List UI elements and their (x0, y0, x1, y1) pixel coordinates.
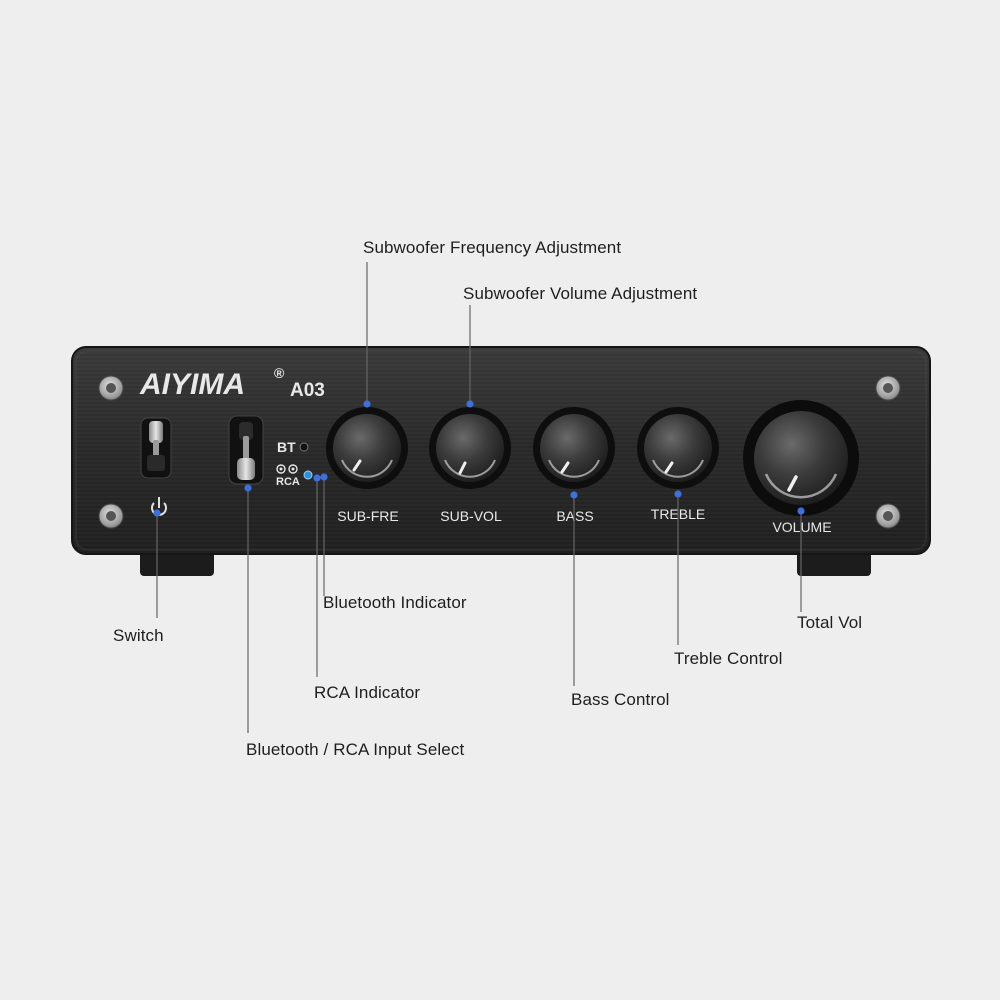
bt-indicator-led-icon (299, 442, 309, 452)
treble-knob[interactable] (637, 407, 719, 489)
screw-top-left-icon (98, 375, 124, 401)
rca-indicator-led-icon (303, 470, 313, 480)
callout-sub-volume: Subwoofer Volume Adjustment (463, 284, 698, 303)
screw-top-right-icon (875, 375, 901, 401)
left-foot (140, 550, 214, 576)
model-name: A03 (290, 380, 325, 401)
callout-dots (153, 400, 805, 517)
callout-treble-control: Treble Control (674, 649, 783, 668)
volume-knob[interactable] (743, 400, 859, 516)
callout-lines (156, 262, 802, 733)
screw-bottom-left-icon (98, 503, 124, 529)
callout-total-vol: Total Vol (797, 613, 863, 632)
sub-vol-label: SUB-VOL (440, 508, 502, 524)
callout-bluetooth-indicator: Bluetooth Indicator (323, 593, 467, 612)
callout-rca-indicator: RCA Indicator (314, 683, 421, 702)
input-select-switch[interactable] (228, 415, 264, 485)
registered-mark: ® (274, 365, 285, 381)
sub-fre-knob[interactable] (326, 407, 408, 489)
brand-logo: AIYIMA (139, 368, 245, 401)
bass-knob[interactable] (533, 407, 615, 489)
rca-indicator-label: RCA (276, 476, 300, 488)
callout-bass-control: Bass Control (571, 690, 670, 709)
bass-label: BASS (556, 508, 593, 524)
callout-sub-frequency: Subwoofer Frequency Adjustment (363, 238, 622, 257)
volume-label: VOLUME (772, 519, 831, 535)
rca-jack-icon (276, 464, 298, 474)
callout-input-select: Bluetooth / RCA Input Select (246, 740, 465, 759)
power-switch[interactable] (140, 417, 172, 479)
sub-fre-label: SUB-FRE (337, 508, 398, 524)
right-foot (797, 550, 871, 576)
sub-vol-knob[interactable] (429, 407, 511, 489)
screw-bottom-right-icon (875, 503, 901, 529)
callout-switch: Switch (113, 626, 164, 645)
bt-indicator-label: BT (277, 439, 296, 455)
